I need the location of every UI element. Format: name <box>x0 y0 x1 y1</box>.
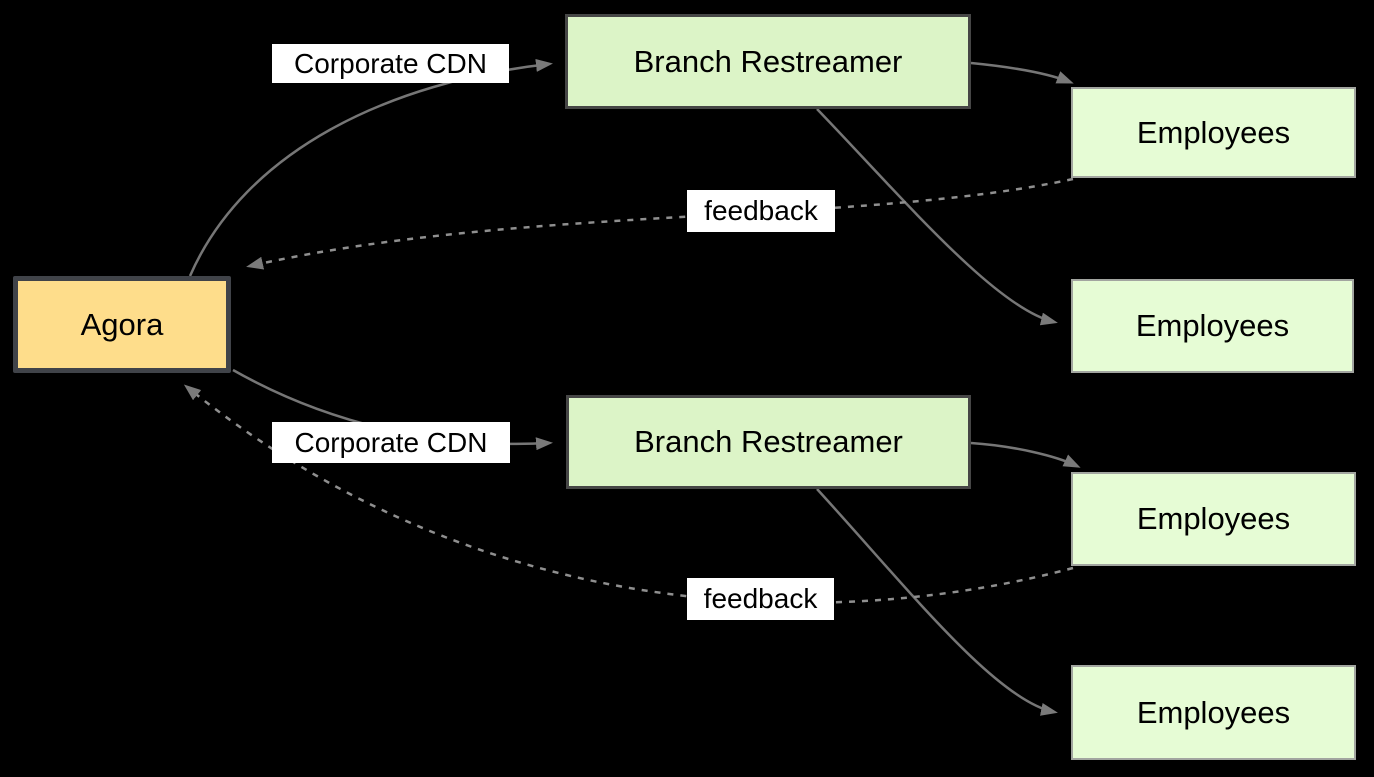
edge-branch-restreamer-1-to-employees-1 <box>970 61 1074 84</box>
edge-label-corporate-cdn-2: Corporate CDN <box>272 422 510 463</box>
edge-feedback-employees-1-to-agora <box>246 177 1074 270</box>
edge-label-feedback-2: feedback <box>687 578 834 620</box>
edge-branch-restreamer-2-to-employees-4 <box>816 488 1058 716</box>
node-branch-restreamer-1: Branch Restreamer <box>565 14 971 109</box>
node-employees-3: Employees <box>1071 472 1356 566</box>
node-branch-restreamer-2: Branch Restreamer <box>566 395 971 489</box>
node-employees-1: Employees <box>1071 87 1356 178</box>
edge-feedback-employees-3-to-agora <box>183 384 1074 604</box>
node-employees-1-label: Employees <box>1136 114 1291 150</box>
node-employees-4: Employees <box>1071 665 1356 760</box>
edge-branch-restreamer-1-to-employees-2 <box>816 108 1058 326</box>
node-agora-label: Agora <box>80 306 164 342</box>
node-employees-2: Employees <box>1071 279 1354 373</box>
node-employees-3-label: Employees <box>1136 501 1291 536</box>
node-branch-restreamer-2-label: Branch Restreamer <box>634 424 903 459</box>
edge-label-corporate-cdn-1: Corporate CDN <box>272 44 509 83</box>
node-employees-2-label: Employees <box>1135 308 1290 343</box>
node-agora: Agora <box>13 276 231 373</box>
node-branch-restreamer-1-label: Branch Restreamer <box>633 43 903 79</box>
node-employees-4-label: Employees <box>1136 694 1291 730</box>
edge-label-feedback-1: feedback <box>687 190 835 232</box>
edge-branch-restreamer-2-to-employees-3 <box>970 441 1081 468</box>
